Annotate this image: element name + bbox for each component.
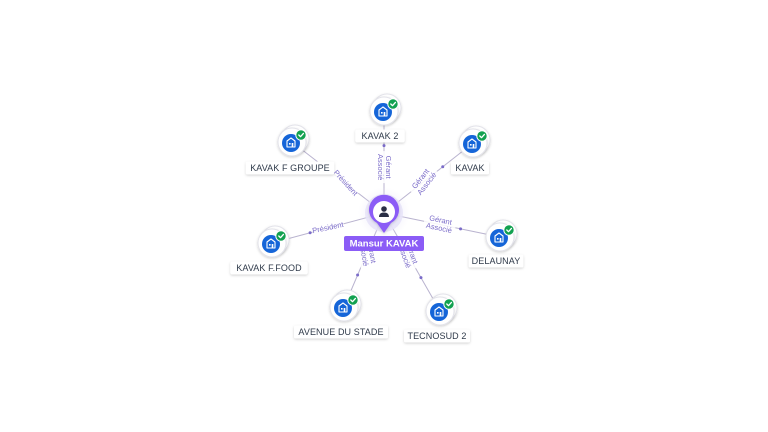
verified-check-icon xyxy=(443,298,455,310)
company-label[interactable]: KAVAK F GROUPE xyxy=(245,161,335,175)
role-text: Président xyxy=(332,168,361,198)
center-name-text: Mansur KAVAK xyxy=(350,239,419,250)
building-icon xyxy=(262,235,280,253)
company-label-text: KAVAK xyxy=(455,163,484,173)
building-icon xyxy=(334,299,352,317)
company-node-kavakffood[interactable]: KAVAK F.FOOD xyxy=(230,225,308,275)
company-label[interactable]: AVENUE DU STADE xyxy=(294,325,388,339)
edge-arrow xyxy=(356,273,360,277)
company-label[interactable]: KAVAK 2 xyxy=(355,129,405,143)
verified-check-icon xyxy=(275,230,287,242)
company-label-text: AVENUE DU STADE xyxy=(298,327,383,337)
company-node-kavakfgroupe[interactable]: KAVAK F GROUPE xyxy=(245,124,335,175)
person-node[interactable] xyxy=(369,194,400,233)
edge-arrow xyxy=(419,276,423,280)
company-label[interactable]: KAVAK xyxy=(451,161,489,175)
edge-arrow xyxy=(441,165,445,169)
building-icon xyxy=(374,103,392,121)
company-node-kavak[interactable]: KAVAK xyxy=(451,125,491,175)
company-label-text: KAVAK F GROUPE xyxy=(250,163,330,173)
verified-check-icon xyxy=(347,294,359,306)
company-label-text: KAVAK F.FOOD xyxy=(236,263,302,273)
company-label[interactable]: TECNOSUD 2 xyxy=(404,329,470,343)
company-node-kavak2[interactable]: KAVAK 2 xyxy=(355,93,405,143)
company-node-tecnosud2[interactable]: TECNOSUD 2 xyxy=(404,293,470,343)
center-name-label[interactable]: Mansur KAVAK xyxy=(344,236,424,251)
edge-arrow xyxy=(459,227,463,231)
building-icon xyxy=(490,229,508,247)
building-icon xyxy=(282,134,300,152)
role-label-kavakffood: Président xyxy=(311,220,345,237)
verified-check-icon xyxy=(476,130,488,142)
verified-check-icon xyxy=(503,224,515,236)
company-node-avenue[interactable]: AVENUE DU STADE xyxy=(294,289,388,339)
company-node-delaunay[interactable]: DELAUNAY xyxy=(468,219,524,268)
building-icon xyxy=(430,303,448,321)
building-icon xyxy=(463,135,481,153)
company-label-text: KAVAK 2 xyxy=(362,131,399,141)
verified-check-icon xyxy=(295,129,307,141)
company-label-text: TECNOSUD 2 xyxy=(407,331,466,341)
role-text: Associé xyxy=(376,154,385,180)
role-text: Gérant xyxy=(384,156,393,180)
role-label-kavakfgroupe: Président xyxy=(330,167,361,199)
company-label[interactable]: DELAUNAY xyxy=(468,254,524,268)
person-icon xyxy=(379,206,389,217)
company-label[interactable]: KAVAK F.FOOD xyxy=(230,261,308,275)
company-label-text: DELAUNAY xyxy=(472,256,521,266)
edge-arrow xyxy=(382,144,386,148)
edge-arrow xyxy=(308,231,312,235)
verified-check-icon xyxy=(387,98,399,110)
